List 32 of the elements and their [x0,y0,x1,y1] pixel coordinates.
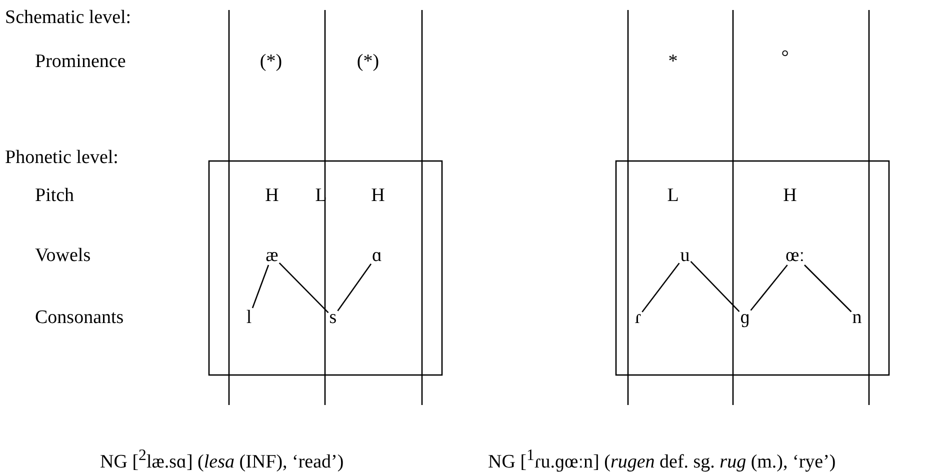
prominence-mark: (*) [356,52,380,71]
segment-symbol: ɾ [634,308,642,327]
example-caption: NG [$^{1}$ɾu.ɡœːn] (rugen def. sg. rug (m.), ‘rye’) [488,448,836,472]
prominence-mark: * [668,52,678,71]
association-line [750,264,788,311]
tone-letter: H [371,186,385,205]
association-line [337,264,372,312]
level-heading: Phonetic level: [5,148,118,167]
segment-symbol: s [328,308,338,327]
tier-label: Pitch [35,186,74,205]
association-line [804,264,852,312]
prominence-mark: ° [781,48,789,67]
segment-symbol: æ [264,246,280,265]
tier-label: Vowels [35,246,91,265]
tone-letter: H [783,186,797,205]
tier-label: Prominence [35,52,126,71]
association-line [278,262,329,314]
segment-symbol: n [851,308,863,327]
segment-symbol: ɡ [739,308,751,327]
level-heading: Schematic level: [5,8,132,27]
association-line [690,260,740,312]
prominence-mark: (*) [260,52,282,71]
tier-label: Consonants [35,308,124,327]
segment-symbol: l [245,308,253,327]
association-line [252,264,270,308]
segment-symbol: œː [784,246,806,265]
segment-symbol: ɑ [371,246,383,265]
example-caption: NG [$^{2}$læ.sɑ] (lesa (INF), ‘read’) [100,448,344,472]
association-line [642,262,680,312]
tone-letter: H [265,186,279,205]
segment-symbol: u [679,246,691,265]
tone-letter: L [667,186,679,205]
